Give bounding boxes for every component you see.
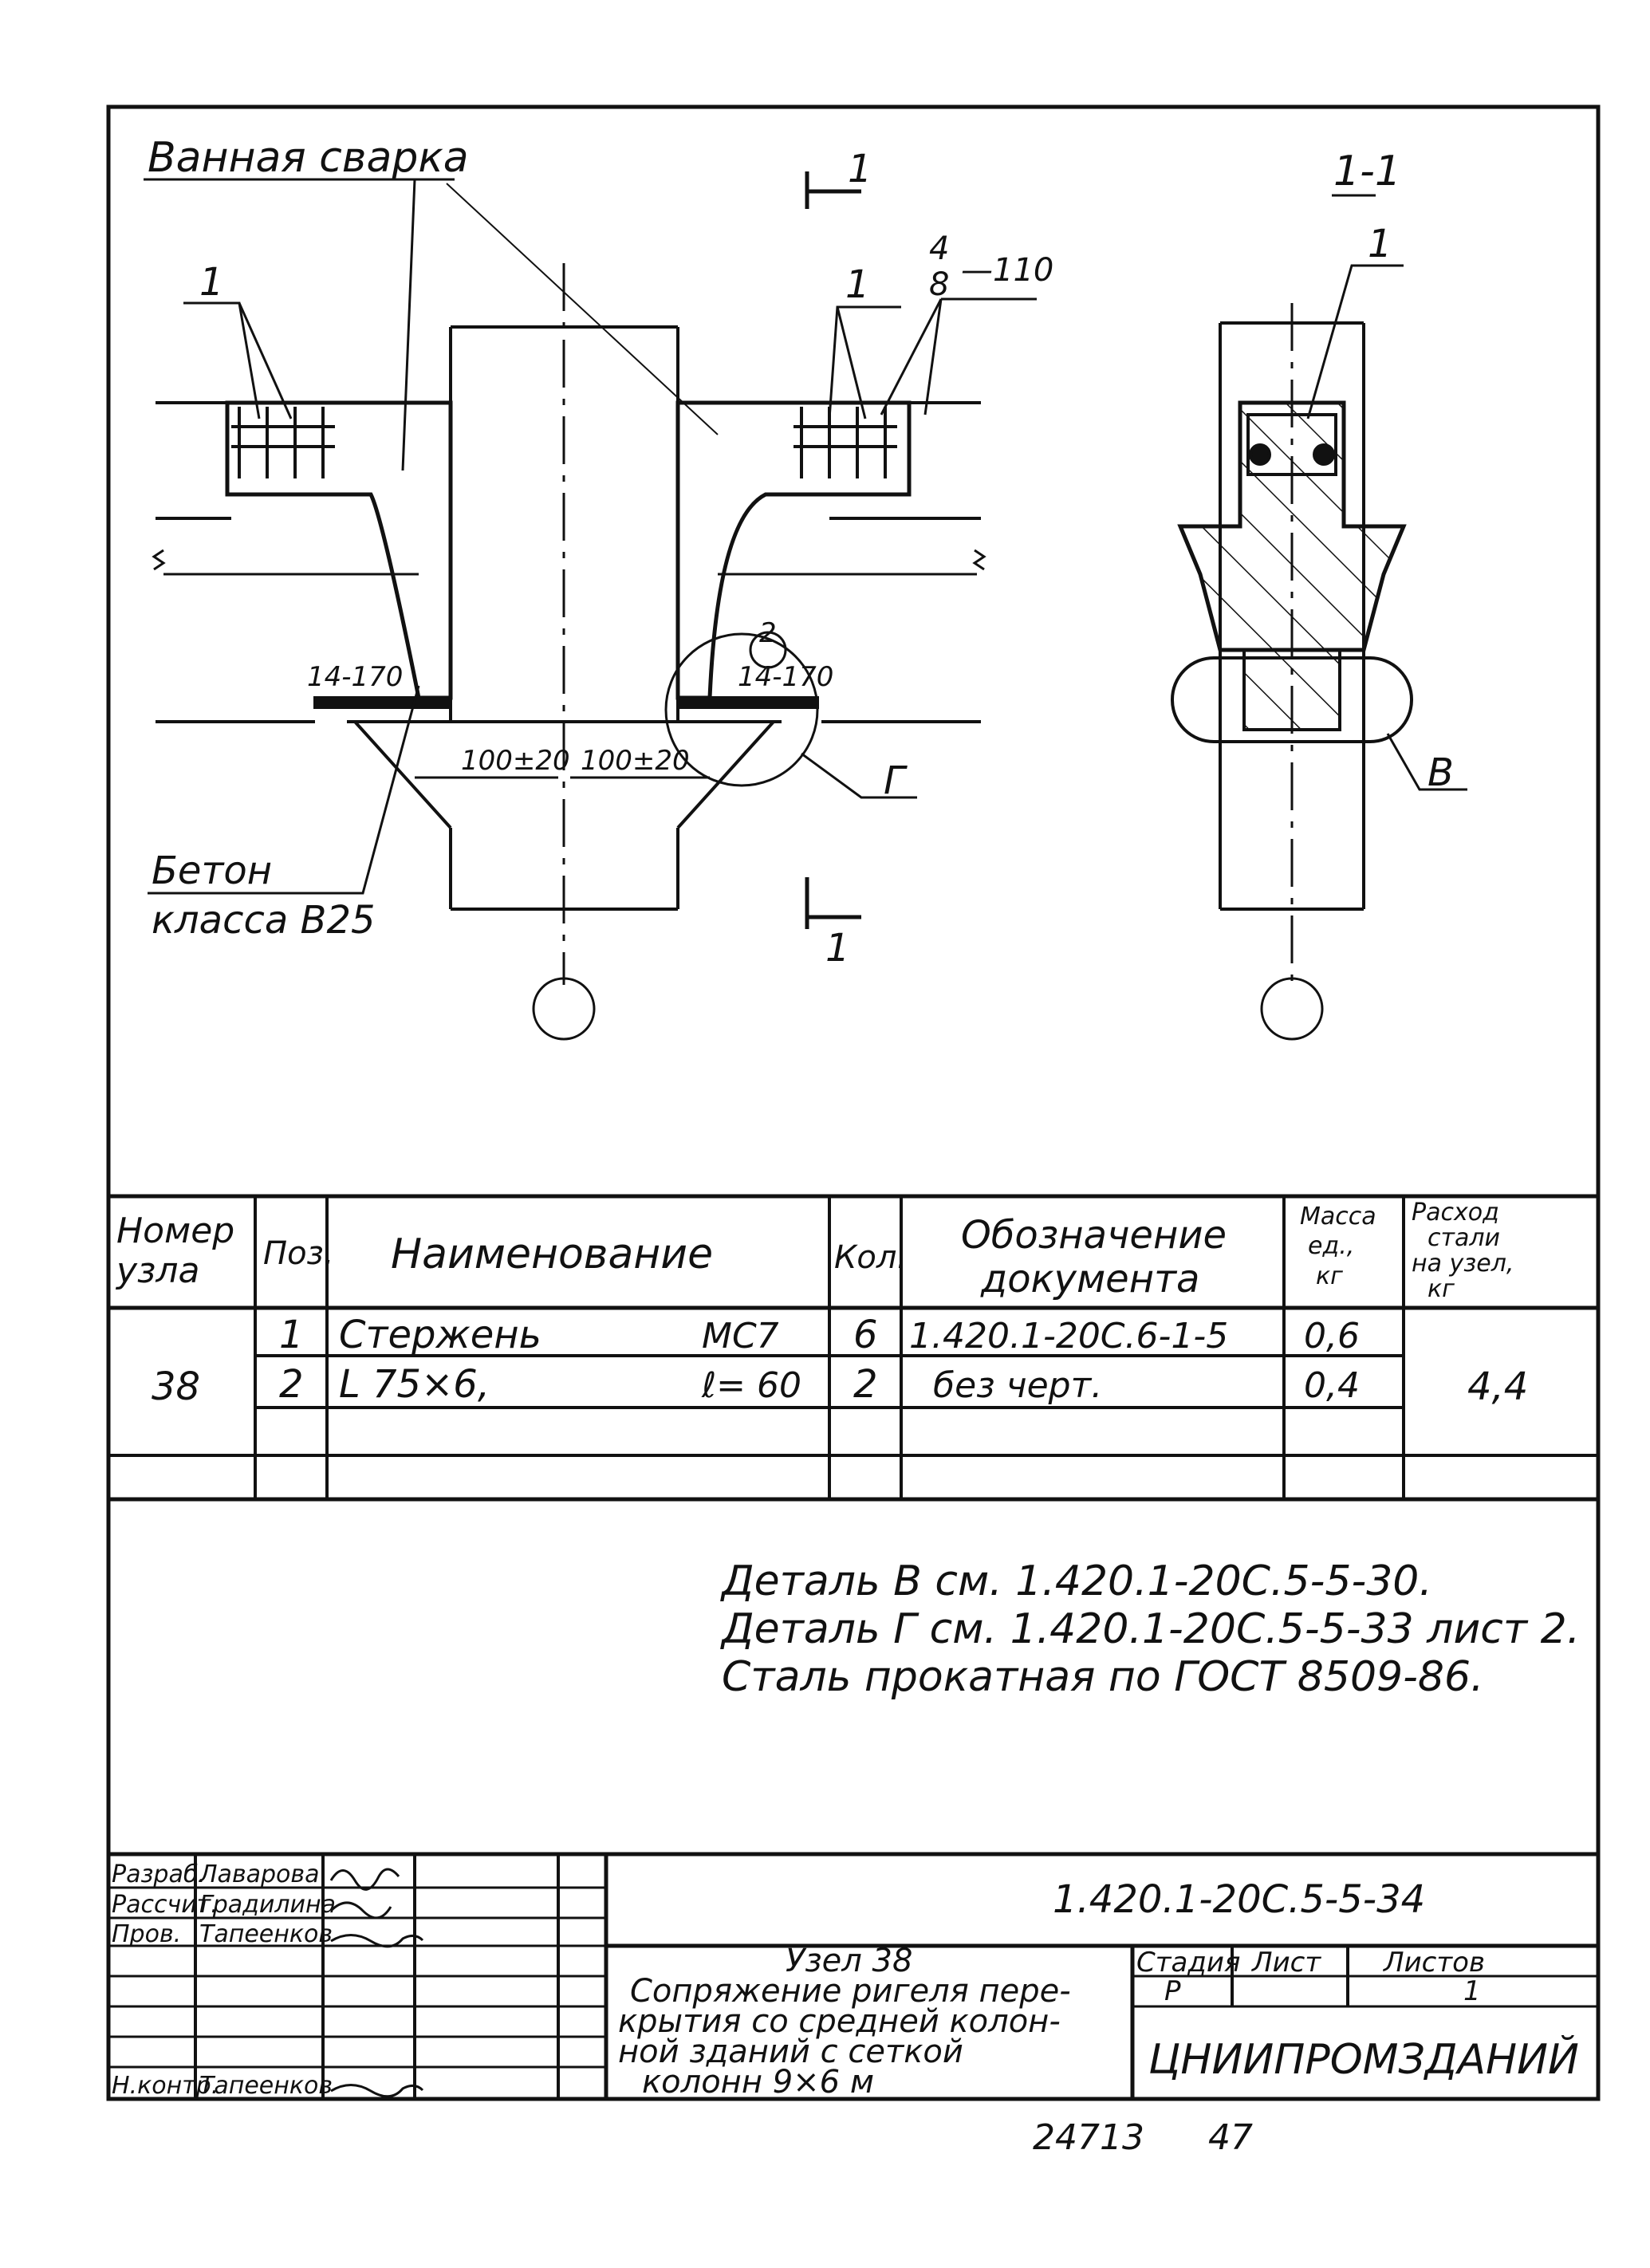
svg-text:1: 1 [279,1313,304,1357]
table-row: 1 Стержень МС7 6 1.420.1-20С.6-1-5 0,6 [279,1313,1360,1357]
hdr-steel-1: Расход [1412,1199,1499,1227]
section-pos-1: 1 [1368,222,1392,266]
table-row: 2 L 75×6, ℓ= 60 2 без черт. 0,4 [279,1362,1360,1407]
svg-text:L 75×6,: L 75×6, [339,1362,490,1407]
concrete-label-2: класса В25 [152,898,376,943]
hdr-steel-2: стали [1428,1224,1500,1252]
role-2: Пров. [112,1920,181,1948]
dim-left: 100±20 [461,745,570,777]
stage-value: Р [1164,1975,1181,2007]
note-3: Сталь прокатная по ГОСТ 8509-86. [722,1653,1484,1701]
signature-marks [329,1868,424,2098]
hdr-name: Наименование [391,1230,713,1278]
spec-table-grid [108,1194,1598,1502]
detail-v-label: В [1428,750,1454,795]
org-name: ЦНИИПРОМЗДАНИЙ [1148,2035,1579,2084]
section-title: 1-1 [1333,148,1401,195]
title-block-grid [108,1852,1598,2099]
hdr-mass-2: ед., [1308,1232,1354,1260]
doc-code: 1.420.1-20С.5-5-34 [1053,1877,1425,1922]
svg-text:2: 2 [279,1362,304,1407]
svg-text:МС7: МС7 [702,1316,779,1356]
sheets-value: 1 [1463,1975,1481,2007]
svg-text:6: 6 [853,1313,878,1357]
svg-text:Стержень: Стержень [339,1313,541,1357]
title-line-0: Узел 38 [786,1943,912,1979]
role-6: Н.контр. [112,2072,219,2100]
note-2: Деталь Г см. 1.420.1-20С.5-5-33 лист 2. [720,1605,1580,1653]
role-1: Рассчит. [112,1891,219,1919]
hdr-doc-1: Обозначение [961,1213,1227,1258]
section-1-1 [1171,194,1467,1041]
name-0: Лаварова [199,1860,319,1888]
elevation-drawing [144,171,1037,1041]
hdr-mass-1: Масса [1300,1203,1376,1230]
name-6: Тапеенков [199,2072,333,2100]
sheets-label: Листов [1382,1947,1485,1979]
cell-steel-total: 4,4 [1467,1364,1528,1409]
detail-g-label: Г [884,758,908,803]
role-0: Разраб. [112,1860,206,1888]
page-number: 47 [1208,2117,1253,2158]
stage-label: Стадия [1136,1947,1240,1979]
right-pos-4: 4 [929,230,949,267]
section-mark-bottom: 1 [825,926,850,971]
left-pos-1: 1 [199,260,224,305]
right-spacing-14-170: 14-170 [738,661,833,693]
inventory-number: 24713 [1033,2117,1144,2158]
name-1: Градилина [199,1891,336,1919]
right-pos-8: 8 [929,266,949,303]
sheet-label: Лист [1250,1947,1321,1979]
title-line-2: крытия со средней колон- [618,2003,1061,2040]
right-pos-1: 1 [845,262,870,307]
note-1: Деталь В см. 1.420.1-20С.5-5-30. [720,1557,1432,1605]
left-spacing-14-170: 14-170 [307,661,403,693]
hdr-steel-4: кг [1428,1275,1455,1303]
section-mark-top: 1 [848,147,872,191]
title-line-4: колонн 9×6 м [642,2064,874,2101]
svg-text:без черт.: без черт. [933,1365,1102,1406]
dim-right: 100±20 [581,745,690,777]
name-2: Тапеенков [199,1920,333,1948]
hdr-steel-3: на узел, [1412,1250,1514,1278]
hdr-pos: Поз. [263,1235,334,1272]
svg-text:0,6: 0,6 [1304,1316,1360,1356]
bubble-2: 2 [759,617,777,649]
svg-text:ℓ= 60: ℓ= 60 [701,1365,801,1406]
concrete-label-1: Бетон [152,849,272,893]
title-line-3: ной зданий с сеткой [618,2034,963,2070]
spacing-110: —110 [961,252,1053,289]
svg-text:1.420.1-20С.6-1-5: 1.420.1-20С.6-1-5 [909,1316,1228,1356]
weld-label: Ванная сварка [148,134,469,182]
sheet-frame [106,104,1601,2101]
cell-node: 38 [152,1364,200,1409]
svg-text:2: 2 [853,1362,878,1407]
svg-text:0,4: 0,4 [1304,1365,1360,1406]
hdr-node-2: узла [115,1250,200,1291]
hdr-qty: Кол. [834,1239,907,1276]
hdr-node-1: Номер [116,1211,234,1251]
hdr-mass-3: кг [1316,1262,1343,1290]
title-line-1: Сопряжение ригеля пере- [630,1973,1071,2010]
hdr-doc-2: документа [980,1257,1199,1301]
